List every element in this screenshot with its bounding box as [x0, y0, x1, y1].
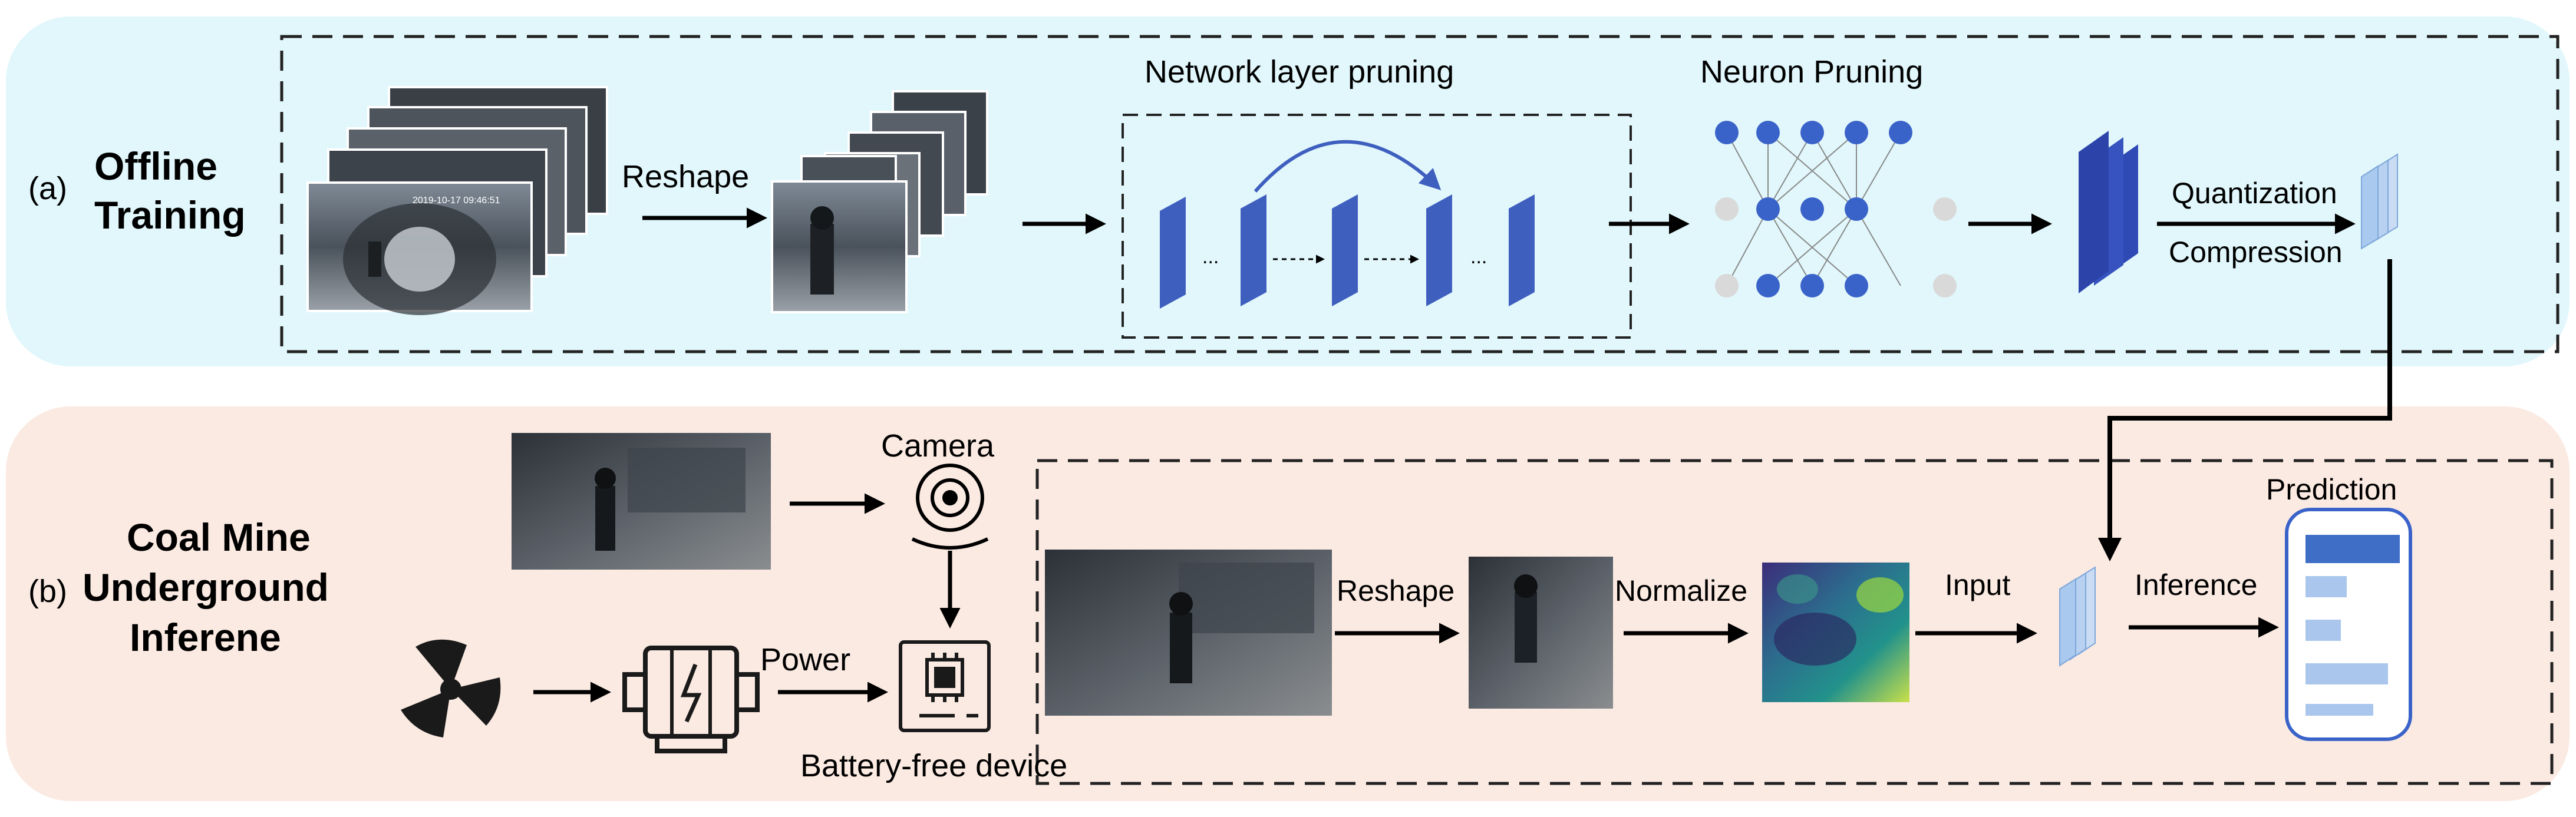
reshaped-input-image	[1469, 557, 1613, 709]
neuron	[1800, 197, 1824, 221]
neuron	[1845, 197, 1868, 221]
neuron	[1715, 121, 1739, 144]
reshaped-frame-front	[771, 180, 908, 313]
svg-text:...: ...	[1202, 246, 1219, 268]
frame-timestamp: 2019-10-17 09:46:51	[413, 196, 500, 206]
reshape-label-a: Reshape	[622, 159, 749, 194]
layer-pruning-dashed-box	[1122, 114, 1632, 339]
prediction-bar	[2305, 704, 2373, 716]
training-frame-stack: 2019-10-17 09:46:51	[306, 86, 608, 315]
neuron	[1889, 121, 1912, 144]
pruned-model-stack	[2079, 131, 2138, 293]
panel-a-tag: (a)	[28, 171, 67, 206]
power-label: Power	[760, 642, 850, 677]
panel-b-title-line2: Underground	[83, 565, 329, 609]
device-label: Battery-free device	[800, 748, 1067, 783]
prediction-bar	[2305, 620, 2341, 641]
quantization-label: Quantization	[2172, 177, 2337, 210]
panel-underground-inference: (b) Coal Mine Underground Inferene Camer…	[6, 406, 2570, 801]
svg-text:...: ...	[1470, 246, 1487, 268]
chip-board-icon	[899, 640, 991, 732]
panel-b-title-line1: Coal Mine	[127, 515, 311, 559]
pruned-neuron	[1715, 197, 1739, 221]
panel-a-dashed-frame	[280, 35, 2559, 353]
compression-label: Compression	[2169, 236, 2343, 269]
panel-a-background	[6, 16, 2570, 366]
power-generator-icon	[622, 646, 760, 753]
normalize-label: Normalize	[1615, 574, 1747, 607]
neuron	[1800, 121, 1824, 144]
panel-a-title-line2: Training	[94, 193, 246, 237]
panel-b-dashed-frame	[1035, 459, 2554, 785]
panel-b-tag: (b)	[28, 574, 67, 609]
inference-label: Inference	[2135, 568, 2257, 601]
fan-icon	[401, 639, 501, 737]
neuron-pruning-label: Neuron Pruning	[1700, 54, 1923, 90]
prediction-bar	[2305, 663, 2388, 684]
neuron	[1756, 274, 1780, 297]
camera-icon	[911, 464, 989, 550]
conv-layer-2	[1241, 194, 1266, 306]
normalized-heatmap	[1762, 563, 1909, 702]
conv-layer-3	[1332, 194, 1358, 306]
panel-b-title-line3: Inferene	[130, 616, 281, 659]
camera-frame-image	[512, 433, 771, 570]
deploy-connector-arrow	[2098, 259, 2392, 561]
neuron	[1756, 121, 1780, 144]
prediction-label: Prediction	[2266, 473, 2397, 506]
input-label: Input	[1945, 568, 2010, 601]
neuron-pruning-network	[1715, 121, 1957, 297]
neuron	[1756, 197, 1780, 221]
conv-layer-5	[1509, 194, 1535, 306]
camera-label: Camera	[881, 428, 995, 464]
neuron	[1800, 274, 1824, 297]
prediction-bar-top	[2305, 535, 2400, 563]
conv-layer-4	[1426, 194, 1452, 306]
pruned-neuron	[1933, 197, 1957, 221]
pruned-neuron	[1933, 274, 1957, 297]
reshape-label-b: Reshape	[1337, 574, 1454, 607]
layer-pruning-network: ... ...	[1160, 140, 1535, 309]
compressed-model-stack	[2361, 153, 2398, 250]
reshaped-frame-stack	[771, 90, 988, 313]
neuron	[1845, 274, 1868, 297]
deployed-model-stack	[2059, 566, 2096, 667]
panel-offline-training: (a) Offline Training 2019-10-17 09:46:51…	[6, 16, 2570, 366]
inference-input-frame	[1045, 550, 1332, 716]
skip-connection-arrow	[1254, 140, 1442, 193]
pruned-neuron	[1715, 274, 1739, 297]
prediction-bar	[2305, 576, 2347, 597]
layer-pruning-label: Network layer pruning	[1144, 54, 1454, 90]
conv-layer-1	[1160, 197, 1186, 309]
prediction-list-icon	[2285, 508, 2412, 741]
panel-a-title-line1: Offline	[94, 144, 217, 188]
neuron	[1845, 121, 1868, 144]
